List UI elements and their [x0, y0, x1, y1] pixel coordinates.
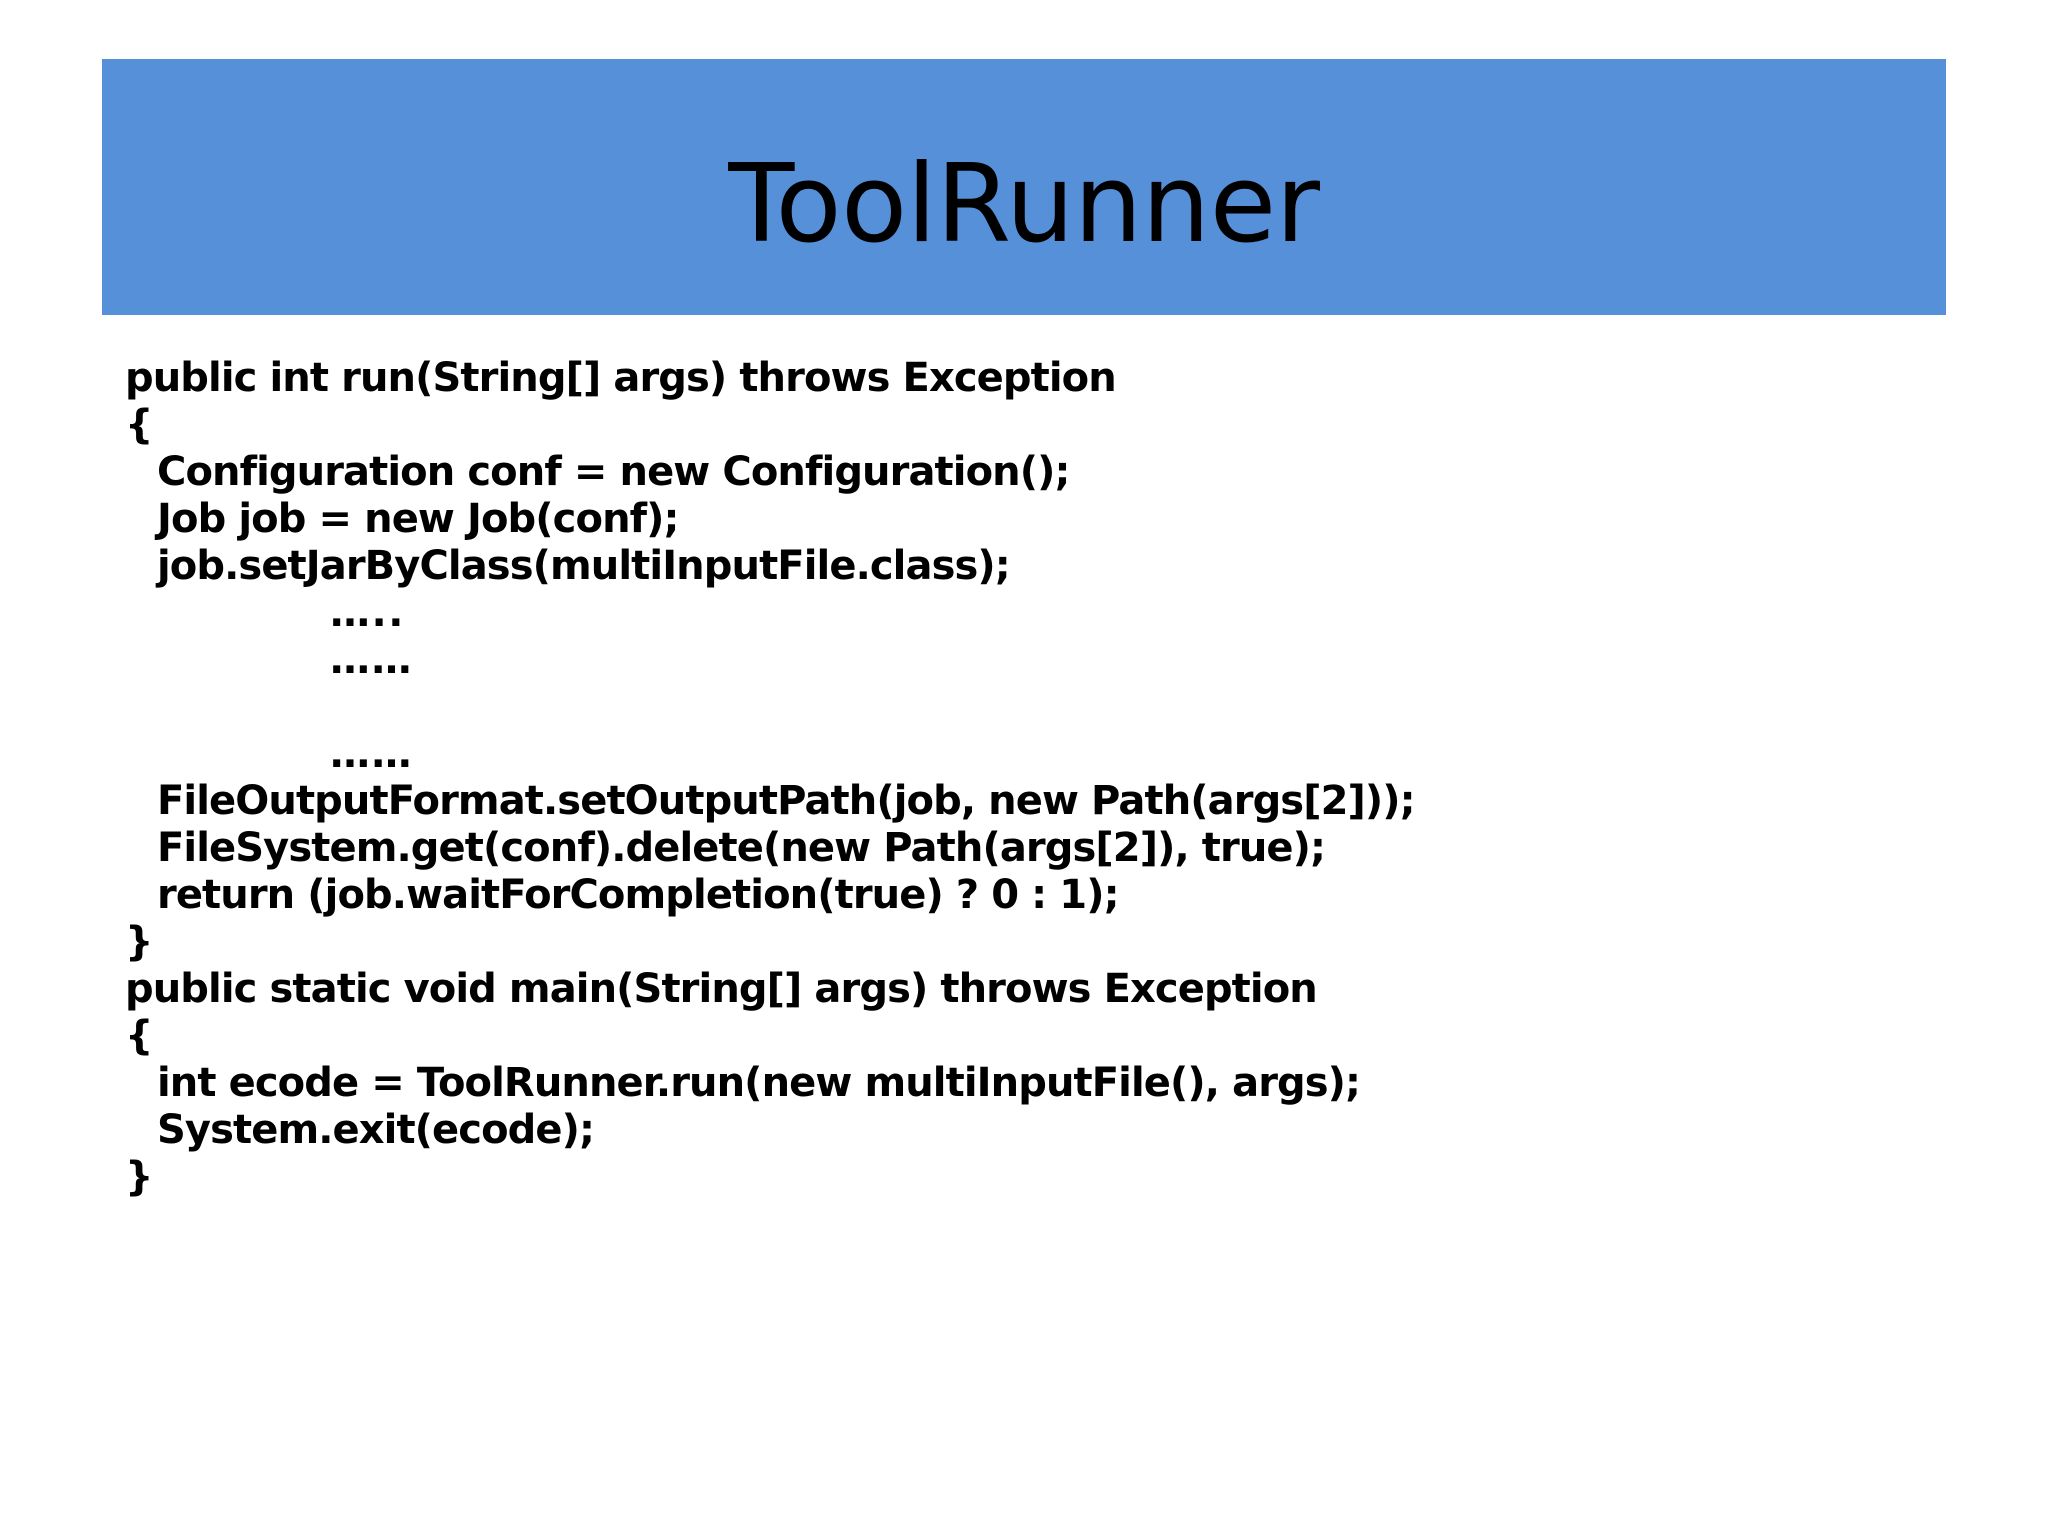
code-line: …..	[330, 590, 405, 636]
code-line: int ecode = ToolRunner.run(new multiInpu…	[157, 1060, 1361, 1106]
code-line: job.setJarByClass(multiInputFile.class);	[157, 543, 1011, 589]
slide-title: ToolRunner	[728, 142, 1320, 268]
code-line: return (job.waitForCompletion(true) ? 0 …	[157, 872, 1120, 918]
code-line: public int run(String[] args) throws Exc…	[125, 355, 1117, 401]
code-line: public static void main(String[] args) t…	[125, 966, 1318, 1012]
slide-title-banner: ToolRunner	[102, 59, 1946, 315]
code-line: Job job = new Job(conf);	[157, 496, 680, 542]
code-line: System.exit(ecode);	[157, 1107, 595, 1153]
code-line: ……	[330, 637, 413, 683]
code-line: FileOutputFormat.setOutputPath(job, new …	[157, 778, 1416, 824]
code-line: }	[125, 919, 153, 965]
code-line: ……	[330, 731, 413, 777]
code-line: FileSystem.get(conf).delete(new Path(arg…	[157, 825, 1326, 871]
code-line: Configuration conf = new Configuration()…	[157, 449, 1070, 495]
code-line: }	[125, 1154, 153, 1200]
code-block: public int run(String[] args) throws Exc…	[125, 355, 1925, 1201]
code-line: {	[125, 402, 153, 448]
code-line-blank	[125, 684, 1925, 731]
code-line: {	[125, 1013, 153, 1059]
